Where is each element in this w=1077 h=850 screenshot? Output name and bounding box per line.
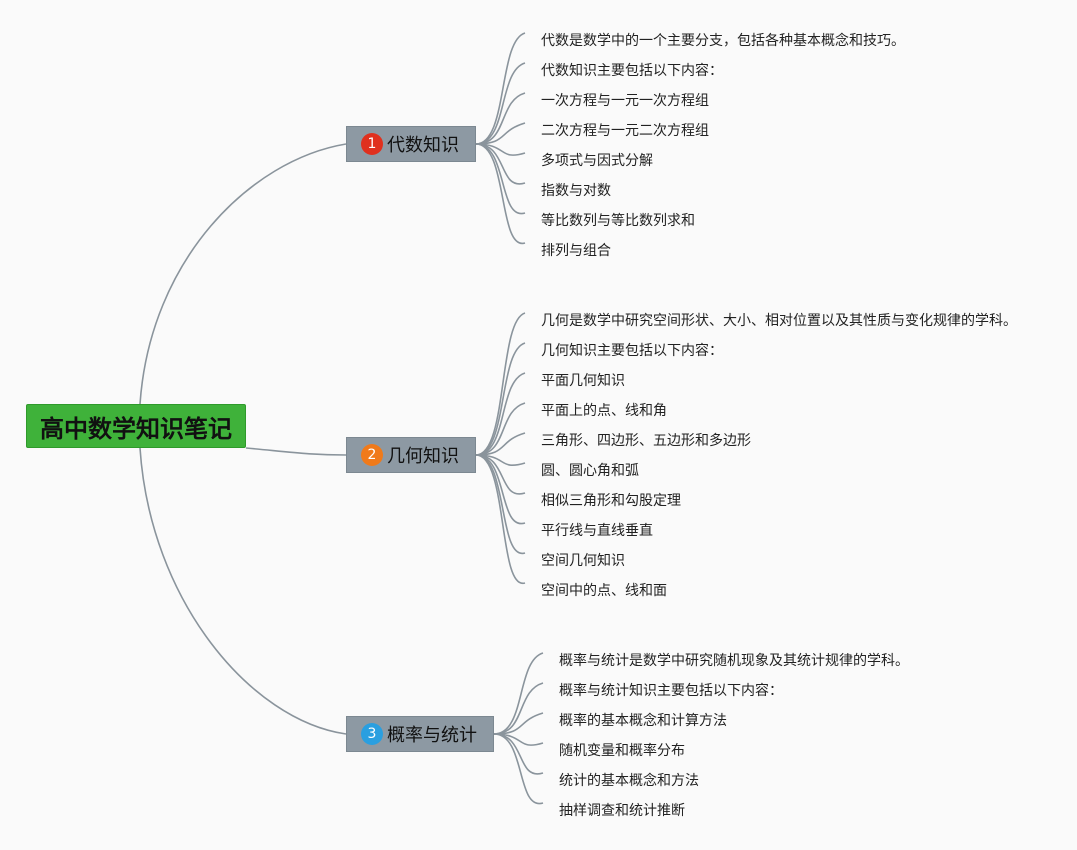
leaf-connector [493, 652, 544, 735]
leaf-connector [475, 143, 526, 244]
leaf-item[interactable]: 圆、圆心角和弧 [541, 463, 639, 479]
branch-node-geometry[interactable]: 2 几何知识 [346, 437, 476, 473]
root-connector [245, 447, 347, 456]
leaf-item[interactable]: 空间中的点、线和面 [541, 583, 667, 599]
leaf-item[interactable]: 几何知识主要包括以下内容： [541, 343, 723, 359]
leaf-connector [475, 372, 526, 456]
leaf-item[interactable]: 空间几何知识 [541, 553, 625, 569]
leaf-connector [475, 454, 526, 584]
number-badge: 2 [361, 444, 383, 466]
leaf-item[interactable]: 平行线与直线垂直 [541, 523, 653, 539]
root-title: 高中数学知识笔记 [40, 414, 232, 443]
leaf-item[interactable]: 概率与统计是数学中研究随机现象及其统计规律的学科。 [559, 653, 909, 669]
leaf-item[interactable]: 概率的基本概念和计算方法 [559, 713, 727, 729]
leaf-connector [493, 733, 544, 805]
leaf-item[interactable]: 几何是数学中研究空间形状、大小、相对位置以及其性质与变化规律的学科。 [541, 313, 1017, 329]
branch-label: 代数知识 [387, 135, 459, 156]
leaf-item[interactable]: 指数与对数 [541, 183, 611, 199]
leaf-item[interactable]: 相似三角形和勾股定理 [541, 493, 681, 509]
leaf-connector [475, 92, 526, 145]
leaf-connector [493, 682, 544, 735]
leaf-item[interactable]: 等比数列与等比数列求和 [541, 213, 695, 229]
leaf-item[interactable]: 平面几何知识 [541, 373, 625, 389]
number-badge: 1 [361, 133, 383, 155]
leaf-connector [475, 32, 526, 145]
leaf-connector [475, 342, 526, 456]
number-badge: 3 [361, 723, 383, 745]
leaf-item[interactable]: 多项式与因式分解 [541, 153, 653, 169]
leaf-connector [475, 312, 526, 456]
root-connector [139, 143, 347, 405]
leaf-item[interactable]: 代数知识主要包括以下内容： [541, 63, 723, 79]
leaf-item[interactable]: 二次方程与一元二次方程组 [541, 123, 709, 139]
branch-node-algebra[interactable]: 1 代数知识 [346, 126, 476, 162]
branch-label: 几何知识 [387, 446, 459, 467]
leaf-item[interactable]: 三角形、四边形、五边形和多边形 [541, 433, 751, 449]
root-node[interactable]: 高中数学知识笔记 [26, 404, 246, 448]
leaf-item[interactable]: 平面上的点、线和角 [541, 403, 667, 419]
leaf-item[interactable]: 随机变量和概率分布 [559, 743, 685, 759]
leaf-item[interactable]: 一次方程与一元一次方程组 [541, 93, 709, 109]
leaf-item[interactable]: 抽样调查和统计推断 [559, 803, 685, 819]
leaf-item[interactable]: 概率与统计知识主要包括以下内容： [559, 683, 783, 699]
leaf-connector [475, 62, 526, 145]
leaf-connector [475, 402, 526, 456]
branch-label: 概率与统计 [387, 725, 477, 746]
branch-node-probability[interactable]: 3 概率与统计 [346, 716, 494, 752]
leaf-item[interactable]: 统计的基本概念和方法 [559, 773, 699, 789]
root-connector [139, 447, 347, 735]
leaf-connector [475, 454, 526, 554]
leaf-item[interactable]: 排列与组合 [541, 243, 611, 259]
leaf-item[interactable]: 代数是数学中的一个主要分支，包括各种基本概念和技巧。 [541, 33, 905, 49]
